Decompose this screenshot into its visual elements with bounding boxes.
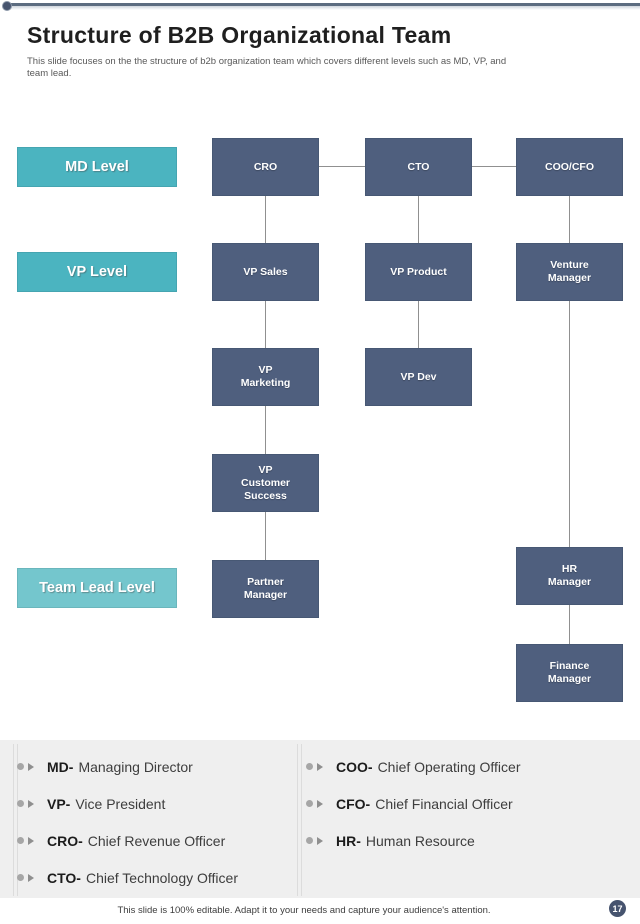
bullet-arrow-icon: [317, 762, 323, 771]
legend-abbr: CRO-: [47, 832, 83, 849]
bullet-dot-icon: [17, 800, 24, 807]
connector-vpsales-vpmarketing: [265, 301, 266, 348]
legend-divider-middle: [297, 744, 298, 896]
page-number-badge: 17: [609, 900, 626, 917]
legend-meaning: Chief Revenue Officer: [87, 832, 226, 849]
bullet-arrow-icon: [317, 799, 323, 808]
legend-meaning: Managing Director: [78, 758, 193, 775]
top-bullet-icon: [2, 1, 12, 11]
org-node-finance-manager: Finance Manager: [516, 644, 623, 702]
legend-right-column: COO- Chief Operating Officer CFO- Chief …: [306, 748, 631, 859]
legend-meaning: Vice President: [75, 795, 166, 812]
top-accent-bar: [9, 3, 640, 10]
org-node-vp-customer-success: VP Customer Success: [212, 454, 319, 512]
org-node-cto: CTO: [365, 138, 472, 196]
org-node-coo-cfo: COO/CFO: [516, 138, 623, 196]
bullet-arrow-icon: [28, 836, 34, 845]
bullet-dot-icon: [306, 763, 313, 770]
connector-cro-cto: [319, 166, 366, 167]
bullet-arrow-icon: [28, 873, 34, 882]
legend-abbr: CFO-: [336, 795, 371, 812]
connector-cto-vpproduct: [418, 196, 419, 243]
org-node-partner-manager: Partner Manager: [212, 560, 319, 618]
org-node-vp-sales: VP Sales: [212, 243, 319, 301]
legend-divider-left-2: [17, 744, 18, 896]
bullet-arrow-icon: [28, 762, 34, 771]
page-title: Structure of B2B Organizational Team: [27, 22, 452, 48]
bullet-dot-icon: [17, 763, 24, 770]
org-node-cro: CRO: [212, 138, 319, 196]
legend-item-vp: VP- Vice President: [17, 785, 295, 822]
bullet-arrow-icon: [317, 836, 323, 845]
legend-item-cto: CTO- Chief Technology Officer: [17, 859, 295, 896]
legend-abbr: CTO-: [47, 869, 81, 886]
bullet-dot-icon: [17, 837, 24, 844]
level-badge-md: MD Level: [17, 147, 177, 187]
connector-vpcs-partner: [265, 512, 266, 560]
legend-item-coo: COO- Chief Operating Officer: [306, 748, 631, 785]
connector-coocfo-venture: [569, 196, 570, 243]
legend-item-hr: HR- Human Resource: [306, 822, 631, 859]
bullet-dot-icon: [17, 874, 24, 881]
legend-item-cfo: CFO- Chief Financial Officer: [306, 785, 631, 822]
org-node-venture-manager: Venture Manager: [516, 243, 623, 301]
org-node-vp-dev: VP Dev: [365, 348, 472, 406]
bullet-arrow-icon: [28, 799, 34, 808]
legend-divider-left: [13, 744, 14, 896]
connector-cto-coocfo: [470, 166, 517, 167]
page-subtitle: This slide focuses on the the structure …: [27, 56, 507, 79]
legend-meaning: Human Resource: [365, 832, 475, 849]
org-node-vp-product: VP Product: [365, 243, 472, 301]
legend-meaning: Chief Financial Officer: [375, 795, 513, 812]
connector-venture-hr: [569, 301, 570, 547]
connector-vpproduct-vpdev: [418, 301, 419, 348]
level-badge-team-lead: Team Lead Level: [17, 568, 177, 608]
connector-cro-vpsales: [265, 196, 266, 243]
connector-vpmarketing-vpcs: [265, 406, 266, 454]
legend-abbr: HR-: [336, 832, 361, 849]
legend-meaning: Chief Operating Officer: [377, 758, 521, 775]
legend-abbr: COO-: [336, 758, 373, 775]
legend-abbr: VP-: [47, 795, 71, 812]
org-node-vp-marketing: VP Marketing: [212, 348, 319, 406]
legend-item-cro: CRO- Chief Revenue Officer: [17, 822, 295, 859]
legend-divider-middle-2: [301, 744, 302, 896]
legend-meaning: Chief Technology Officer: [85, 869, 238, 886]
legend-abbr: MD-: [47, 758, 74, 775]
org-node-hr-manager: HR Manager: [516, 547, 623, 605]
footer-note: This slide is 100% editable. Adapt it to…: [117, 905, 491, 916]
legend-left-column: MD- Managing Director VP- Vice President…: [17, 748, 295, 896]
bullet-dot-icon: [306, 837, 313, 844]
legend-item-md: MD- Managing Director: [17, 748, 295, 785]
bullet-dot-icon: [306, 800, 313, 807]
level-badge-vp: VP Level: [17, 252, 177, 292]
connector-hr-finance: [569, 605, 570, 644]
